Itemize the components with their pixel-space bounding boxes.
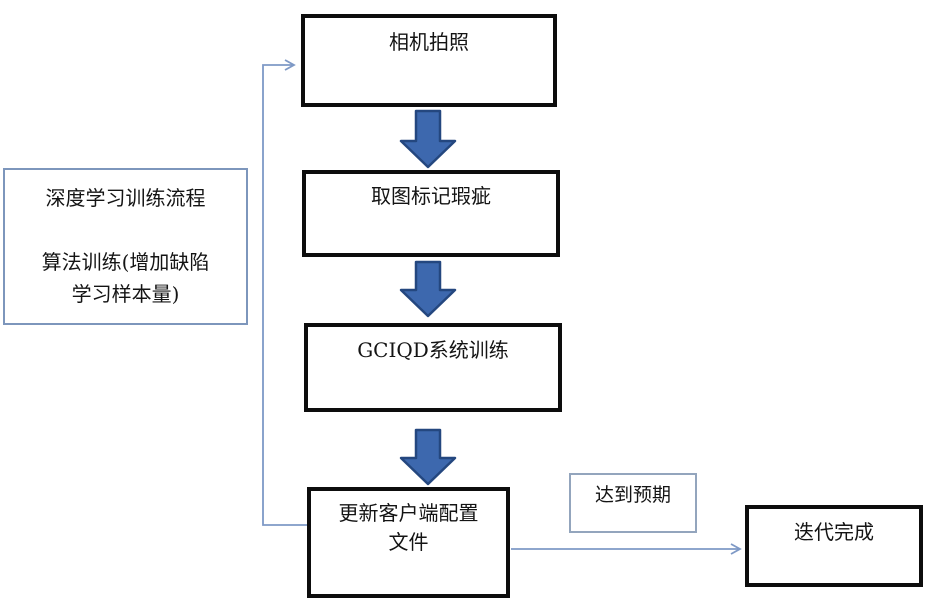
node-camera-capture: 相机拍照 — [301, 14, 557, 107]
node-mark-defects: 取图标记瑕疵 — [302, 170, 560, 257]
block-arrow-camera-to-mark — [399, 109, 457, 169]
node-training-process-note: 深度学习训练流程 算法训练(增加缺陷 学习样本量) — [3, 168, 248, 325]
block-arrow-train-to-update — [399, 428, 457, 486]
node-update-client-config: 更新客户端配置 文件 — [307, 487, 510, 598]
block-arrow-mark-to-train — [399, 260, 457, 318]
node-iteration-complete: 迭代完成 — [745, 505, 923, 587]
node-label-reached-expectation: 达到预期 — [569, 473, 697, 533]
feedback-connector-update-to-camera — [262, 59, 307, 526]
node-gciqd-training: GCIQD系统训练 — [304, 323, 562, 412]
